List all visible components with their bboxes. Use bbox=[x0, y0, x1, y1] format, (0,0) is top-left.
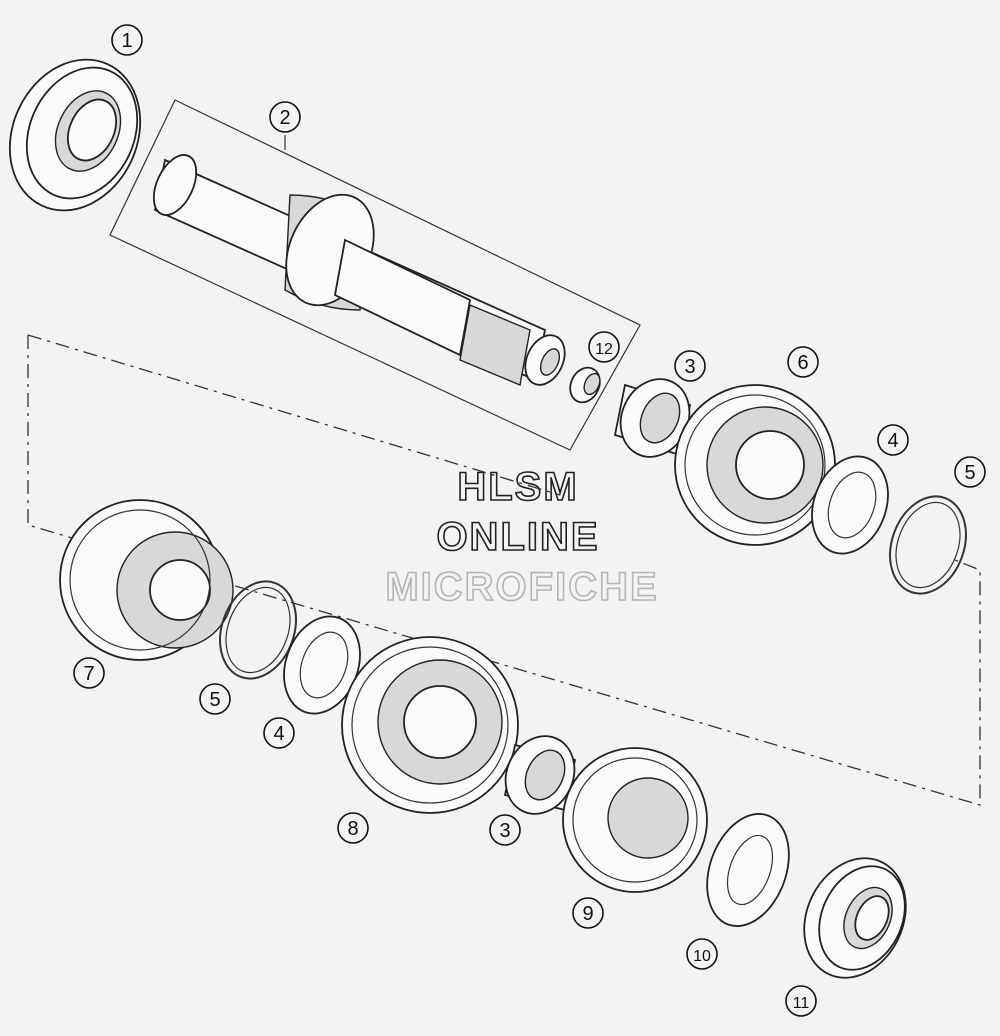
bearing-part-1 bbox=[8, 58, 142, 212]
watermark: HLSM ONLINE MICROFICHE bbox=[385, 464, 658, 610]
callout-6: 6 bbox=[787, 346, 819, 378]
callout-10: 10 bbox=[686, 938, 718, 970]
washer-part-4a bbox=[811, 455, 889, 555]
svg-text:7: 7 bbox=[83, 663, 94, 685]
assembly-guide-line-top bbox=[27, 334, 561, 496]
callout-4a: 4 bbox=[877, 424, 909, 456]
callout-5b: 5 bbox=[199, 683, 231, 715]
callout-7: 7 bbox=[73, 657, 105, 689]
assembly-guide-line bbox=[27, 335, 981, 806]
watermark-line-2: ONLINE bbox=[436, 515, 599, 559]
main-shaft-part-2 bbox=[152, 154, 566, 386]
callout-9: 9 bbox=[572, 897, 604, 929]
svg-text:8: 8 bbox=[347, 818, 358, 840]
gear-part-9 bbox=[562, 747, 708, 893]
svg-text:5: 5 bbox=[209, 689, 220, 711]
callout-8: 8 bbox=[337, 812, 369, 844]
circlip-part-5b bbox=[219, 580, 297, 680]
gear-part-8 bbox=[341, 636, 519, 814]
svg-text:10: 10 bbox=[693, 948, 711, 965]
bush-part-12 bbox=[569, 366, 601, 404]
gear-part-6 bbox=[674, 384, 836, 546]
watermark-line-1: HLSM bbox=[457, 465, 578, 509]
callout-1: 1 bbox=[111, 24, 143, 56]
svg-text:9: 9 bbox=[582, 903, 593, 925]
watermark-line-3: MICROFICHE bbox=[385, 565, 658, 609]
circlip-part-5a bbox=[889, 495, 967, 595]
needle-bearing-part-3a bbox=[613, 378, 692, 458]
svg-text:6: 6 bbox=[797, 352, 808, 374]
svg-text:12: 12 bbox=[595, 341, 613, 358]
callout-2: 2 bbox=[269, 101, 301, 133]
svg-text:3: 3 bbox=[684, 356, 695, 378]
svg-text:11: 11 bbox=[793, 995, 810, 1012]
washer-part-10 bbox=[706, 813, 790, 927]
callout-3b: 3 bbox=[489, 814, 521, 846]
svg-text:4: 4 bbox=[273, 723, 284, 745]
callout-12: 12 bbox=[588, 331, 620, 363]
svg-text:4: 4 bbox=[887, 430, 898, 452]
svg-text:2: 2 bbox=[279, 107, 290, 129]
needle-bearing-part-3b bbox=[503, 735, 577, 815]
callout-4b: 4 bbox=[263, 717, 295, 749]
gear-part-7 bbox=[59, 499, 234, 661]
svg-text:5: 5 bbox=[964, 462, 975, 484]
washer-part-4b bbox=[283, 615, 361, 715]
svg-text:3: 3 bbox=[499, 820, 510, 842]
callout-3a: 3 bbox=[674, 350, 706, 382]
svg-text:1: 1 bbox=[121, 30, 132, 52]
callout-11: 11 bbox=[785, 985, 817, 1017]
callout-5a: 5 bbox=[954, 456, 986, 488]
bearing-part-11 bbox=[803, 857, 907, 979]
shaft-frame bbox=[109, 99, 641, 451]
